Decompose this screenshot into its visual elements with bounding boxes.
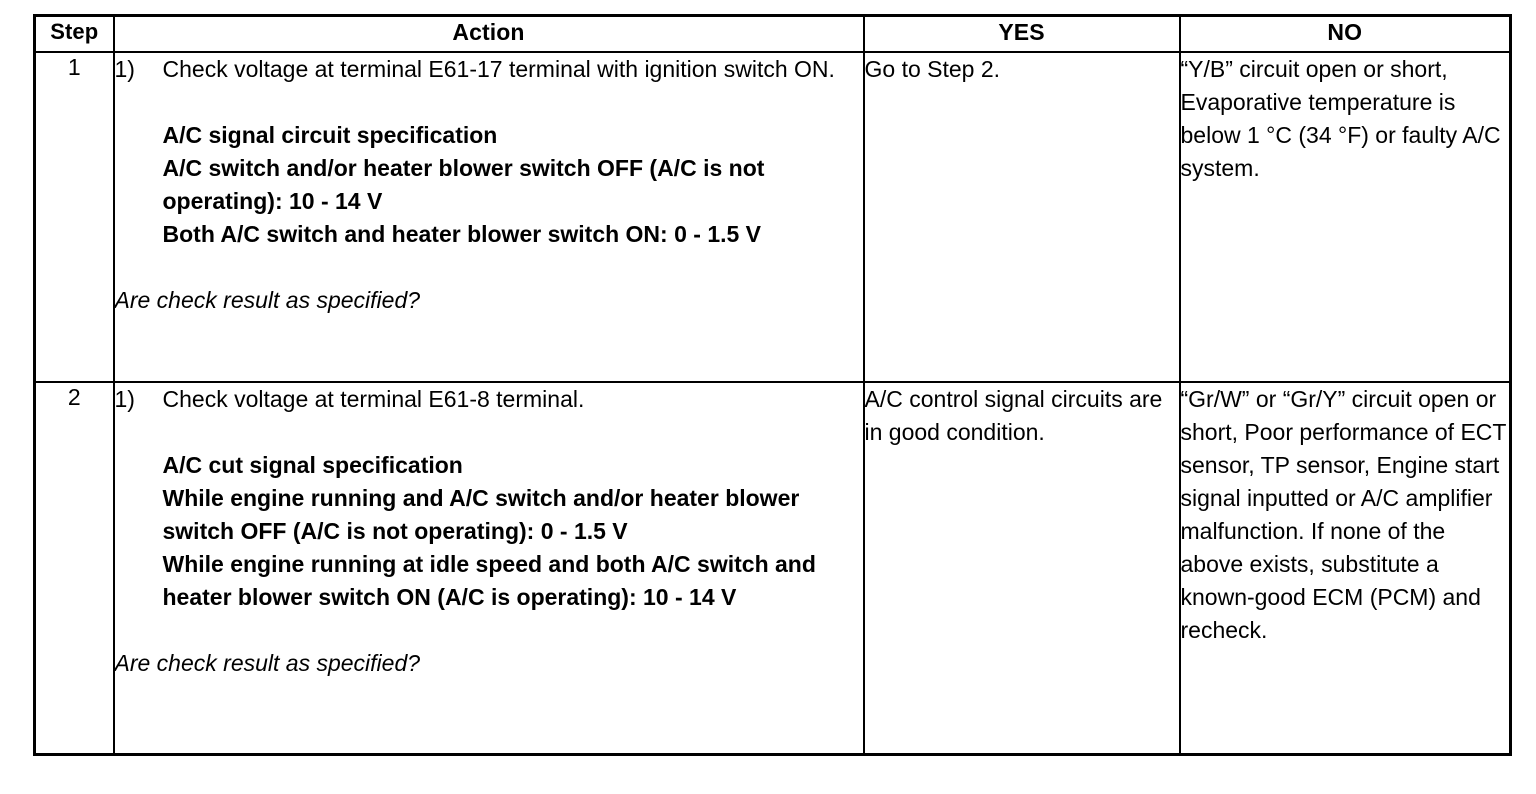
column-header-step: Step [33, 14, 115, 53]
specification-line: Both A/C switch and heater blower switch… [162, 220, 762, 247]
table-row: 2 1) Check voltage at terminal E61-8 ter… [33, 381, 1512, 756]
specification-line: While engine running and A/C switch and/… [162, 485, 800, 545]
diagnostic-flow-table-wrapper: Step Action YES NO 1 1) Check voltage at… [33, 14, 1512, 756]
no-cell: “Y/B” circuit open or short, Evaporative… [1178, 50, 1512, 384]
specification-title: A/C signal circuit specification [162, 121, 498, 148]
column-header-yes: YES [862, 14, 1181, 53]
action-question: Are check result as specified? [114, 286, 421, 313]
header-row: Step Action YES NO [33, 14, 1512, 53]
action-item-marker: 1) [114, 55, 135, 82]
diagnostic-flow-table: Step Action YES NO 1 1) Check voltage at… [33, 14, 1512, 756]
action-item-marker: 1) [114, 386, 135, 413]
table-row: 1 1) Check voltage at terminal E61-17 te… [33, 50, 1512, 384]
specification-line: A/C switch and/or heater blower switch O… [162, 154, 765, 214]
specification-line: While engine running at idle speed and b… [162, 551, 816, 611]
action-numbered-item: 1) Check voltage at terminal E61-8 termi… [115, 383, 863, 416]
table-header: Step Action YES NO [33, 14, 1512, 53]
action-question: Are check result as specified? [114, 650, 421, 677]
action-specification-block: A/C signal circuit specification A/C swi… [163, 119, 863, 251]
specification-title: A/C cut signal specification [162, 452, 463, 479]
yes-cell: Go to Step 2. [862, 50, 1181, 384]
yes-cell: A/C control signal circuits are in good … [862, 381, 1181, 756]
action-item-text: Check voltage at terminal E61-8 terminal… [162, 386, 585, 413]
step-number-cell: 1 [33, 50, 115, 384]
column-header-action: Action [112, 14, 865, 53]
action-item-text: Check voltage at terminal E61-17 termina… [162, 55, 835, 82]
action-specification-block: A/C cut signal specification While engin… [163, 449, 863, 614]
step-number-cell: 2 [33, 381, 115, 756]
column-header-no: NO [1178, 14, 1512, 53]
no-cell: “Gr/W” or “Gr/Y” circuit open or short, … [1178, 381, 1512, 756]
action-numbered-item: 1) Check voltage at terminal E61-17 term… [115, 53, 863, 86]
table-body: 1 1) Check voltage at terminal E61-17 te… [33, 50, 1512, 756]
action-cell: 1) Check voltage at terminal E61-17 term… [112, 50, 865, 384]
action-cell: 1) Check voltage at terminal E61-8 termi… [112, 381, 865, 756]
